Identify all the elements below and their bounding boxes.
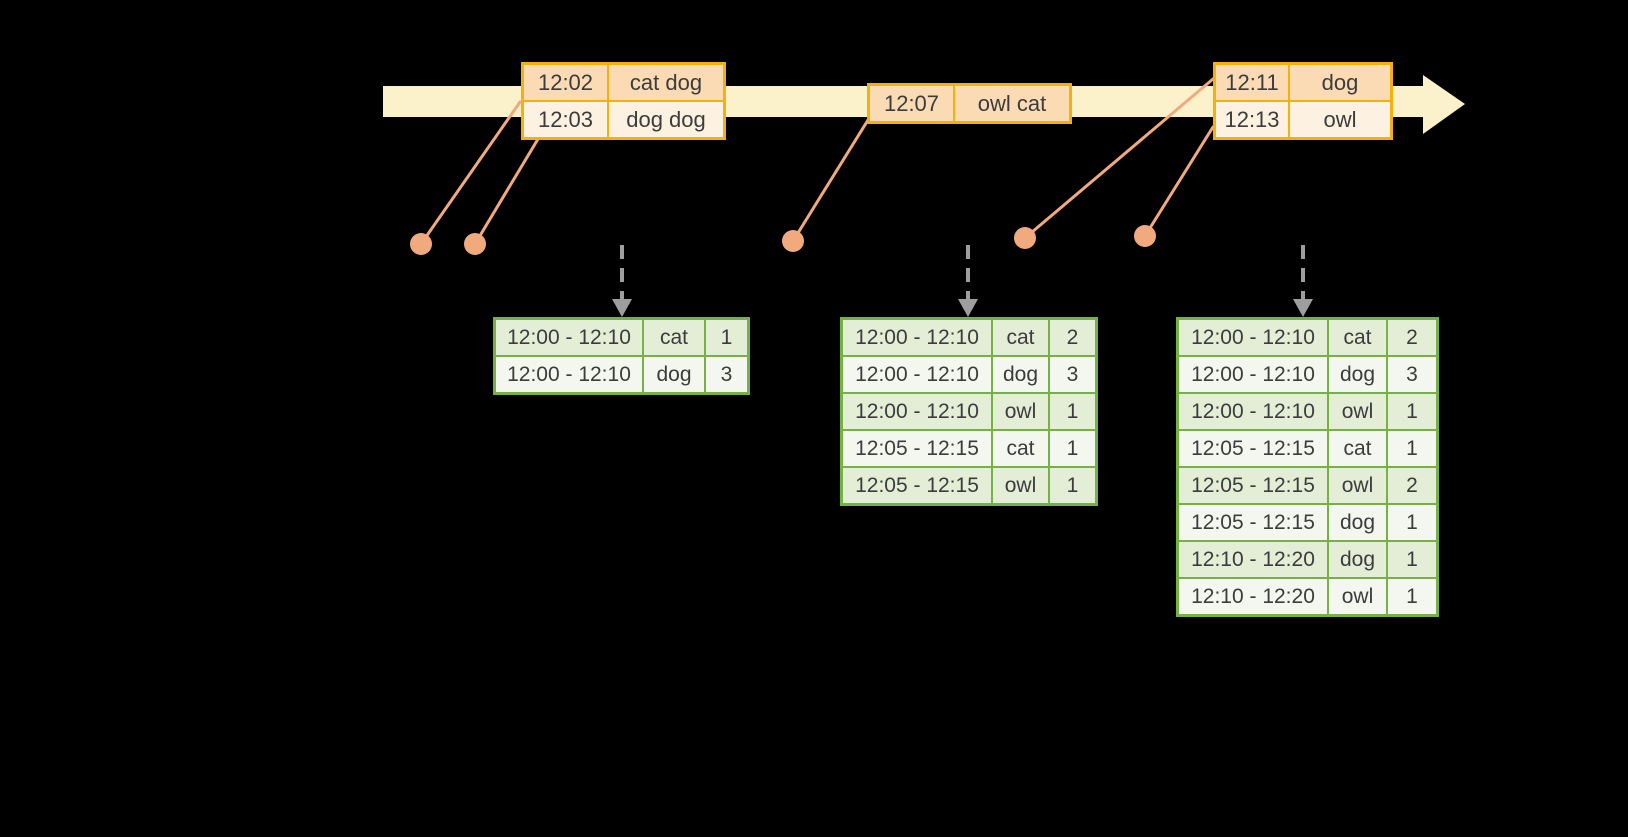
event-time-cell: 12:13 — [1216, 102, 1288, 137]
result-row: 12:00 - 12:10 dog 3 — [843, 357, 1095, 392]
count-cell: 1 — [1050, 431, 1095, 466]
word-cell: cat — [1329, 431, 1386, 466]
word-cell: dog — [1329, 357, 1386, 392]
word-cell: dog — [993, 357, 1048, 392]
count-cell: 3 — [1388, 357, 1436, 392]
event-dots — [410, 225, 1156, 255]
arrow-down-icon — [958, 299, 978, 317]
window-cell: 12:10 - 12:20 — [1179, 542, 1327, 577]
arrow-down-icon — [612, 299, 632, 317]
count-cell: 3 — [1050, 357, 1095, 392]
word-cell: owl — [1329, 394, 1386, 429]
event-words-cell: owl — [1290, 102, 1390, 137]
window-cell: 12:05 - 12:15 — [843, 468, 991, 503]
count-cell: 2 — [1388, 320, 1436, 355]
trigger-arrowheads — [612, 299, 1313, 317]
event-time-cell: 12:02 — [524, 65, 607, 100]
result-row: 12:10 - 12:20 owl 1 — [1179, 579, 1436, 614]
window-cell: 12:05 - 12:15 — [1179, 505, 1327, 540]
word-cell: dog — [1329, 542, 1386, 577]
event-table-1211-1213: 12:11 dog 12:13 owl — [1213, 62, 1393, 140]
window-cell: 12:00 - 12:10 — [1179, 357, 1327, 392]
trigger-arrows — [620, 245, 1305, 300]
result-row: 12:05 - 12:15 dog 1 — [1179, 505, 1436, 540]
result-row: 12:10 - 12:20 dog 1 — [1179, 542, 1436, 577]
result-table-1: 12:00 - 12:10 cat 1 12:00 - 12:10 dog 3 — [493, 317, 750, 395]
event-dot-icon — [782, 230, 804, 252]
result-row: 12:00 - 12:10 cat 2 — [843, 320, 1095, 355]
window-cell: 12:05 - 12:15 — [843, 431, 991, 466]
count-cell: 1 — [1050, 394, 1095, 429]
result-row: 12:00 - 12:10 cat 2 — [1179, 320, 1436, 355]
count-cell: 1 — [1388, 431, 1436, 466]
count-cell: 1 — [1388, 542, 1436, 577]
result-table-2: 12:00 - 12:10 cat 2 12:00 - 12:10 dog 3 … — [840, 317, 1098, 506]
connector-line-1211 — [1023, 77, 1215, 240]
word-cell: owl — [993, 394, 1048, 429]
event-words-cell: dog dog — [609, 102, 723, 137]
event-time-cell: 12:07 — [870, 86, 953, 121]
count-cell: 1 — [1050, 468, 1095, 503]
event-words-cell: cat dog — [609, 65, 723, 100]
word-cell: cat — [1329, 320, 1386, 355]
word-cell: cat — [993, 431, 1048, 466]
event-dot-icon — [1014, 227, 1036, 249]
connector-line-1202 — [419, 100, 522, 246]
count-cell: 2 — [1388, 468, 1436, 503]
result-row: 12:05 - 12:15 owl 2 — [1179, 468, 1436, 503]
event-time-cell: 12:11 — [1216, 65, 1288, 100]
count-cell: 1 — [1388, 394, 1436, 429]
result-row: 12:00 - 12:10 owl 1 — [1179, 394, 1436, 429]
word-cell: dog — [1329, 505, 1386, 540]
result-row: 12:00 - 12:10 cat 1 — [496, 320, 747, 355]
event-time-cell: 12:03 — [524, 102, 607, 137]
count-cell: 1 — [1388, 505, 1436, 540]
event-words-cell: dog — [1290, 65, 1390, 100]
event-words-cell: owl cat — [955, 86, 1069, 121]
window-cell: 12:00 - 12:10 — [843, 394, 991, 429]
event-table-1207: 12:07 owl cat — [867, 83, 1072, 124]
count-cell: 2 — [1050, 320, 1095, 355]
result-row: 12:05 - 12:15 cat 1 — [1179, 431, 1436, 466]
window-cell: 12:00 - 12:10 — [1179, 394, 1327, 429]
event-dot-icon — [410, 233, 432, 255]
result-table-3: 12:00 - 12:10 cat 2 12:00 - 12:10 dog 3 … — [1176, 317, 1439, 617]
window-cell: 12:00 - 12:10 — [843, 320, 991, 355]
result-row: 12:00 - 12:10 owl 1 — [843, 394, 1095, 429]
arrow-down-icon — [1293, 299, 1313, 317]
event-connector-lines — [419, 77, 1215, 246]
word-cell: owl — [1329, 579, 1386, 614]
window-cell: 12:00 - 12:10 — [496, 320, 642, 355]
word-cell: cat — [993, 320, 1048, 355]
window-cell: 12:05 - 12:15 — [1179, 431, 1327, 466]
window-cell: 12:00 - 12:10 — [496, 357, 642, 392]
timeline-arrowhead-icon — [1423, 75, 1465, 134]
count-cell: 1 — [1388, 579, 1436, 614]
result-row: 12:05 - 12:15 owl 1 — [843, 468, 1095, 503]
word-cell: cat — [644, 320, 704, 355]
window-cell: 12:00 - 12:10 — [1179, 320, 1327, 355]
word-cell: owl — [993, 468, 1048, 503]
connector-line-1203 — [473, 137, 540, 246]
count-cell: 1 — [706, 320, 747, 355]
event-row: 12:11 dog — [1216, 65, 1390, 100]
count-cell: 3 — [706, 357, 747, 392]
word-cell: owl — [1329, 468, 1386, 503]
event-table-1202-1203: 12:02 cat dog 12:03 dog dog — [521, 62, 726, 140]
window-cell: 12:10 - 12:20 — [1179, 579, 1327, 614]
event-dot-icon — [464, 233, 486, 255]
result-row: 12:05 - 12:15 cat 1 — [843, 431, 1095, 466]
window-cell: 12:00 - 12:10 — [843, 357, 991, 392]
event-row: 12:03 dog dog — [524, 102, 723, 137]
result-row: 12:00 - 12:10 dog 3 — [496, 357, 747, 392]
event-row: 12:07 owl cat — [870, 86, 1069, 121]
word-cell: dog — [644, 357, 704, 392]
event-row: 12:02 cat dog — [524, 65, 723, 100]
result-row: 12:00 - 12:10 dog 3 — [1179, 357, 1436, 392]
event-dot-icon — [1134, 225, 1156, 247]
connector-line-1213 — [1143, 125, 1215, 238]
event-row: 12:13 owl — [1216, 102, 1390, 137]
window-cell: 12:05 - 12:15 — [1179, 468, 1327, 503]
connector-line-1207 — [791, 118, 870, 243]
